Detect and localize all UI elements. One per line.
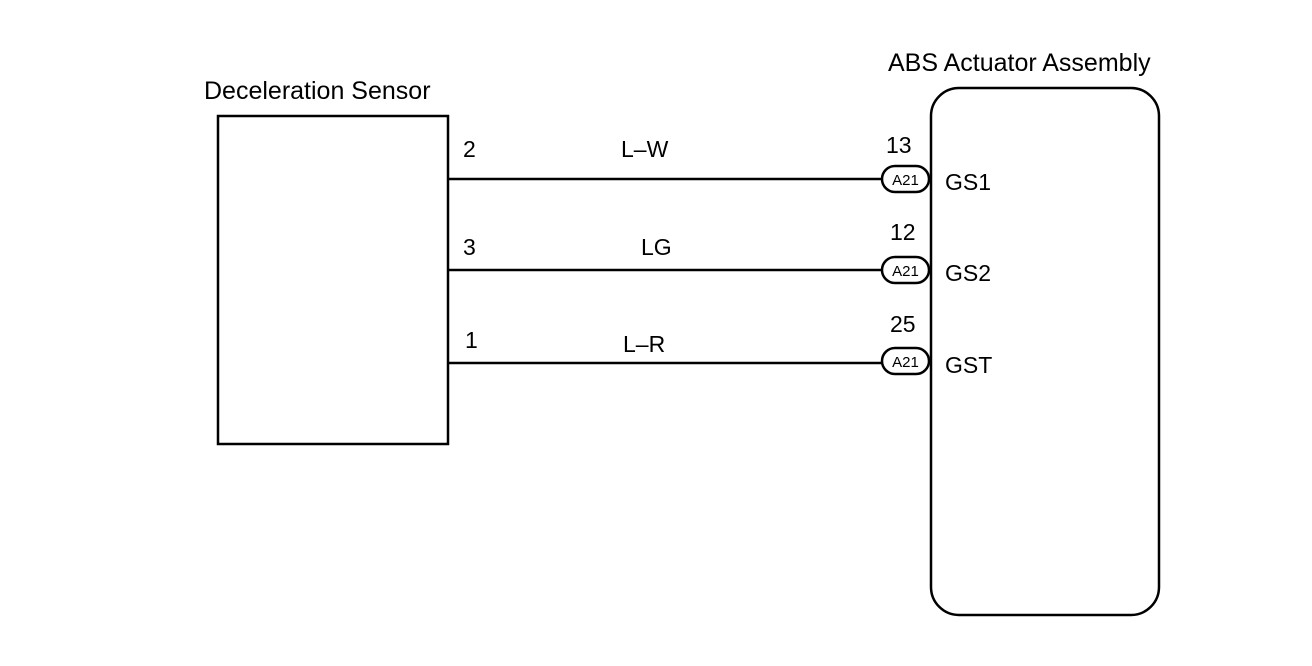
circuit-gs1: 2 L–W 13 A21 GS1 (448, 132, 991, 195)
terminal-label: GS2 (945, 260, 991, 286)
connector-label: A21 (892, 354, 919, 371)
actuator-pin-label: 25 (890, 311, 916, 337)
sensor-pin-label: 2 (463, 136, 476, 162)
terminal-label: GS1 (945, 169, 991, 195)
sensor-pin-label: 3 (463, 234, 476, 260)
circuit-gst: 1 L–R 25 A21 GST (448, 311, 992, 378)
actuator-pin-label: 12 (890, 219, 916, 245)
actuator-pin-label: 13 (886, 132, 912, 158)
connector-badge (880, 346, 931, 376)
wire-color-label: L–W (621, 136, 669, 162)
sensor-box (216, 114, 450, 446)
actuator-box (929, 86, 1161, 617)
wire-color-label: LG (641, 234, 672, 260)
circuit-gs2: 3 LG 12 A21 GS2 (448, 219, 991, 286)
terminal-label: GST (945, 352, 992, 378)
connector-label: A21 (892, 263, 919, 280)
connector-badge (880, 255, 931, 285)
connector-label: A21 (892, 172, 919, 189)
sensor-pin-label: 1 (465, 327, 478, 353)
wire-color-label: L–R (623, 331, 665, 357)
actuator-title: ABS Actuator Assembly (888, 49, 1151, 77)
connector-badge (880, 164, 931, 194)
sensor-title: Deceleration Sensor (204, 77, 431, 105)
